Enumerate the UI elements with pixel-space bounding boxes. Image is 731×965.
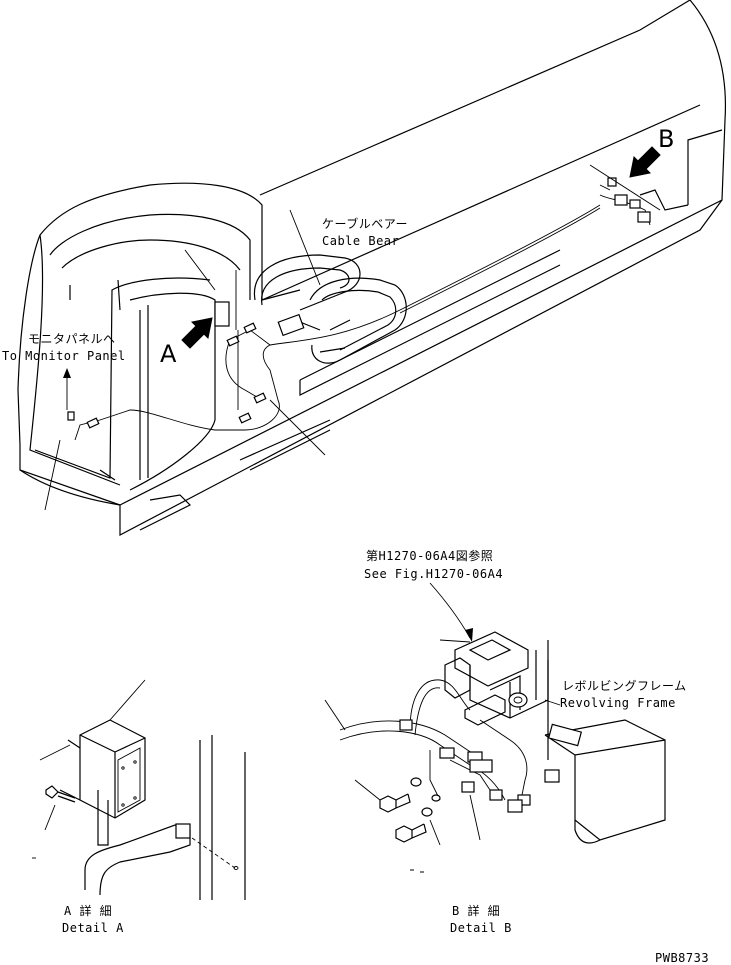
see-fig-label-en: See Fig.H1270-06A4 <box>364 567 503 581</box>
detail-b-drawing <box>324 631 666 873</box>
see-fig-leader <box>429 582 473 642</box>
revolving-frame-label-en: Revolving Frame <box>560 696 676 710</box>
wiring-harness <box>67 164 661 441</box>
cable-bear-label-en: Cable Bear <box>322 234 399 248</box>
cable-bear-chain <box>253 254 407 364</box>
monitor-panel-label-jp: モニタパネルへ <box>28 332 116 346</box>
view-arrow-b <box>629 146 661 178</box>
detail-b-label-en: Detail B <box>450 921 512 935</box>
see-fig-label-jp: 第H1270-06A4図参照 <box>366 548 493 563</box>
detail-b-label-jp: B 詳 細 <box>452 903 500 918</box>
drawing-number: PWB8733 <box>655 951 709 965</box>
detail-a-label-en: Detail A <box>62 921 124 935</box>
detail-a-drawing <box>32 679 246 900</box>
revolving-frame-label-jp: レボルビングフレーム <box>562 679 687 693</box>
machine-body <box>17 0 727 536</box>
monitor-arrow-head <box>63 368 71 378</box>
monitor-panel-label-en: To Monitor Panel <box>2 349 126 363</box>
detail-a-label-jp: A 詳 細 <box>64 903 112 918</box>
view-arrow-a <box>181 317 213 349</box>
view-marker-b: B <box>658 125 674 153</box>
cable-bear-label-jp: ケーブルベアー <box>322 216 408 231</box>
view-marker-a: A <box>160 340 177 368</box>
